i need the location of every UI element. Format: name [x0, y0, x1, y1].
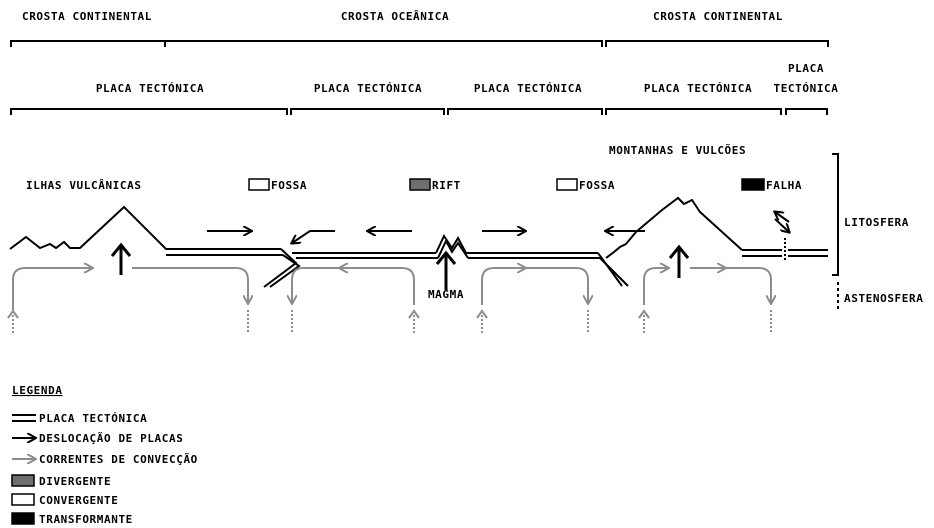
convection-4-top-left: [643, 268, 668, 305]
legend-label-convection: CORRENTES DE CONVECÇÃO: [39, 453, 198, 466]
upwelling-arrows: [110, 242, 690, 290]
convection-up-heads: [7, 309, 650, 319]
convection-currents: [12, 267, 771, 333]
subduction-2-b: [599, 257, 629, 287]
legend-label-plate: PLACA TECTÓNICA: [39, 412, 147, 425]
bracket-plate-1: [10, 108, 288, 115]
convection-3-down: [525, 267, 588, 303]
mountains-profile: [605, 196, 743, 259]
convection-2-top: [340, 268, 415, 305]
legend-symbol-transform: [11, 512, 35, 525]
label-magma: MAGMA: [428, 288, 464, 301]
legend-symbol-plate: [12, 414, 36, 422]
plate-label-4: PLACA TECTÓNICA: [644, 82, 752, 95]
trench-symbol-1: [248, 178, 270, 191]
plate-motion-arrows: [207, 212, 789, 243]
volcanic-islands-profile: [9, 205, 280, 250]
legend: LEGENDA PLACA TECTÓNICA DESLOCAÇÃO DE PL…: [11, 384, 198, 526]
fault-arrow-b: [775, 212, 790, 223]
label-volcanic-islands: ILHAS VULCÂNICAS: [26, 179, 142, 192]
plate-label-5-line1: PLACA: [788, 62, 824, 75]
convection-4-down: [725, 267, 771, 303]
motion-arrow-subduct-1: [292, 230, 335, 243]
bracket-plate-4: [605, 108, 782, 115]
label-trench-2: FOSSA: [579, 179, 615, 192]
label-rift: RIFT: [432, 179, 461, 192]
label-mountains-volcanoes: MONTANHAS E VULCÕES: [609, 144, 746, 157]
subduction-2-a: [597, 252, 623, 287]
plate-brackets: [10, 108, 828, 115]
bracket-oceanic: [164, 40, 603, 47]
bracket-plate-5: [785, 108, 828, 115]
label-lithosphere: LITOSFERA: [844, 216, 909, 229]
legend-label-plate-motion: DESLOCAÇÃO DE PLACAS: [39, 432, 183, 445]
fault-arrow-a: [774, 218, 789, 232]
fault-symbol: [741, 178, 765, 191]
bracket-plate-3: [447, 108, 603, 115]
plate-label-3: PLACA TECTÓNICA: [474, 82, 582, 95]
subduction-1-b: [269, 254, 301, 288]
plate-label-5-line2: TECTÓNICA: [773, 82, 838, 95]
convection-2-down: [292, 267, 340, 303]
convection-1-top-left: [12, 268, 92, 310]
legend-title: LEGENDA: [12, 384, 63, 397]
bracket-continental-left: [10, 40, 166, 47]
label-fault: FALHA: [766, 179, 802, 192]
terrain: [9, 196, 828, 288]
label-trench-1: FOSSA: [271, 179, 307, 192]
bracket-plate-2: [290, 108, 445, 115]
legend-label-divergent: DIVERGENTE: [39, 475, 111, 488]
crust-label-oceanic: CROSTA OCEÂNICA: [341, 10, 449, 23]
legend-label-transform: TRANSFORMANTE: [39, 513, 133, 526]
bracket-continental-right: [605, 40, 829, 47]
upwelling-arrow-magma: [435, 250, 457, 290]
plate-label-1: PLACA TECTÓNICA: [96, 82, 204, 95]
trench-symbol-2: [556, 178, 578, 191]
crust-label-left: CROSTA CONTINENTAL: [22, 10, 152, 23]
rift-ridge-a: [435, 233, 467, 254]
upwelling-arrow-left: [110, 242, 132, 275]
crust-label-right: CROSTA CONTINENTAL: [653, 10, 783, 23]
legend-label-convergent: CONVERGENTE: [39, 494, 118, 507]
plate-label-2: PLACA TECTÓNICA: [314, 82, 422, 95]
rift-ridge-b: [437, 238, 469, 259]
label-asthenosphere: ASTENOSFERA: [844, 292, 923, 305]
lithosphere-bracket: [832, 153, 839, 276]
crust-brackets: [10, 40, 829, 47]
upwelling-arrow-right: [668, 244, 690, 278]
rift-symbol: [409, 178, 431, 191]
convection-1-top-right: [132, 267, 248, 303]
legend-symbol-divergent: [11, 474, 35, 487]
legend-symbol-convergent: [11, 493, 35, 506]
convection-3-top: [481, 268, 525, 305]
